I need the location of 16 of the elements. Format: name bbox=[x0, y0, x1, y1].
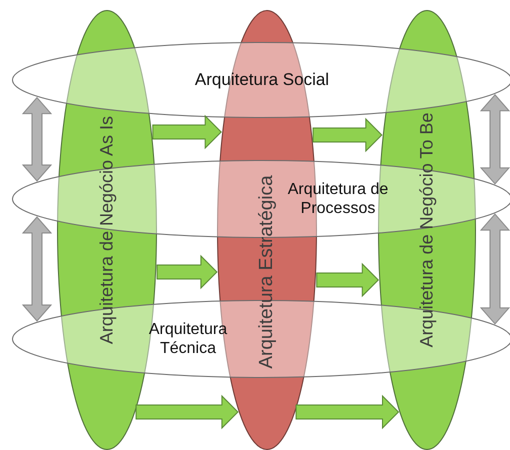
ellipse-label: Arquitetura Estratégica bbox=[256, 175, 278, 369]
block-arrow bbox=[152, 114, 222, 150]
block-arrow bbox=[316, 262, 379, 298]
double-arrow bbox=[22, 96, 52, 182]
double-arrow bbox=[22, 216, 52, 322]
block-arrow bbox=[312, 118, 382, 152]
ellipse-label: Arquitetura de Negócio To Be bbox=[416, 112, 438, 348]
block-arrow bbox=[296, 394, 400, 430]
double-arrow bbox=[480, 94, 510, 185]
ellipse-label: Arquitetura de Processos bbox=[286, 180, 390, 218]
ellipse-label: Arquitetura de Negócio As Is bbox=[96, 116, 118, 344]
block-arrow bbox=[136, 394, 239, 430]
ellipse-label: Arquitetura Técnica bbox=[148, 320, 228, 358]
block-arrow bbox=[156, 254, 218, 290]
ellipse-label: Arquitetura Social bbox=[194, 70, 330, 90]
double-arrow bbox=[480, 213, 510, 325]
